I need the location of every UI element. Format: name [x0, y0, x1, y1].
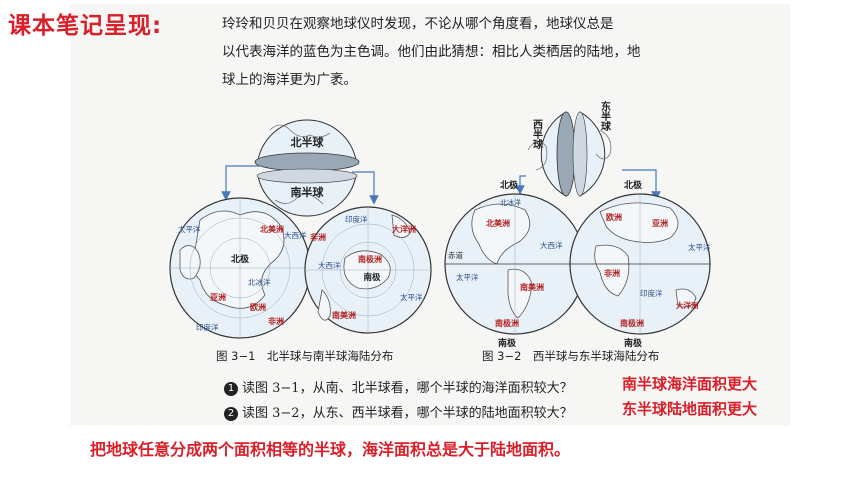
globe-label: 欧洲 [250, 302, 266, 312]
globe-label: 南美洲 [520, 282, 544, 292]
label-north-pole: 北极 [231, 253, 250, 265]
split-globe-north-south: 北半球 南半球 [254, 119, 360, 217]
intro-paragraph: 玲玲和贝贝在观察地球仪时发现，不论从哪个角度看，地球仪总是 以代表海洋的蓝色为主… [222, 10, 702, 94]
globe-label: 欧洲 [606, 212, 622, 222]
globe-label: 南极洲 [620, 318, 644, 328]
globe-label: 北冰洋 [500, 198, 521, 207]
split-globe-west-east: 西半球 东半球 [527, 100, 612, 197]
globe-label: 南极洲 [495, 318, 519, 328]
question-number: 1 [224, 382, 238, 396]
label-equator-west: 赤道 [448, 250, 463, 260]
globe-eastern-hemisphere: 亚洲 欧洲 非洲 印度洋 太平洋 南极洲 大洋洲 南极 [569, 193, 711, 349]
intro-line: 球上的海洋更为广袤。 [222, 72, 357, 88]
slide-title: 课本笔记呈现: [8, 13, 163, 39]
globe-label: 大西洋 [284, 230, 307, 240]
answer-1: 南半球海洋面积更大 [622, 375, 758, 393]
globe-label: 大洋洲 [392, 224, 416, 234]
globe-label: 大西洋 [318, 260, 341, 270]
globe-label: 非洲 [310, 232, 326, 242]
conclusion-text: 把地球任意分成两个面积相等的半球，海洋面积总是大于陆地面积。 [90, 440, 571, 459]
label-south-pole: 南极 [363, 272, 381, 283]
globe-label: 北美洲 [486, 218, 510, 228]
globe-label: 印度洋 [345, 214, 368, 224]
question-text: 读图 3−1，从南、北半球看，哪个半球的海洋面积较大？ [242, 381, 573, 396]
globe-label: 亚洲 [210, 292, 226, 302]
arrow-to-east-globe [622, 169, 661, 201]
globe-label: 大洋洲 [676, 300, 699, 310]
figure2-caption: 图 3−2 西半球与东半球海陆分布 [482, 349, 660, 363]
intro-line: 玲玲和贝贝在观察地球仪时发现，不论从哪个角度看，地球仪总是 [222, 16, 614, 32]
label-south-hemisphere: 南半球 [291, 185, 325, 199]
globe-northern-hemisphere: 北极 北冰洋 太平洋 印度洋 大西洋 亚洲 欧洲 北美洲 非洲 [169, 197, 311, 339]
globe-label: 太平洋 [688, 242, 711, 252]
arrow-to-north-globe [221, 165, 262, 201]
globe-label: 非洲 [268, 316, 284, 326]
label-north-hemisphere: 北半球 [291, 135, 325, 149]
label-south-pole-east: 南极 [624, 337, 643, 349]
globe-label: 南极洲 [358, 254, 382, 264]
globe-label: 太平洋 [456, 272, 479, 282]
globe-label: 印度洋 [196, 322, 219, 332]
globe-label: 南美洲 [332, 310, 356, 320]
arrow-to-south-globe [352, 171, 379, 205]
arrow-to-west-globe [515, 175, 526, 195]
globe-label: 太平洋 [178, 224, 201, 234]
globe-label: 太平洋 [400, 292, 423, 302]
globe-label: 北美洲 [260, 224, 284, 234]
figure1-caption: 图 3−1 北半球与南半球海陆分布 [216, 349, 394, 363]
label-east-hemisphere: 东半球 [599, 100, 611, 132]
globe-label: 亚洲 [652, 218, 668, 228]
answer-2: 东半球陆地面积更大 [622, 400, 758, 418]
question-1: 1 读图 3−1，从南、北半球看，哪个半球的海洋面积较大？ [224, 377, 573, 396]
question-text: 读图 3−2，从东、西半球看，哪个半球的陆地面积较大？ [242, 406, 573, 421]
label-north-pole-east: 北极 [624, 179, 643, 191]
label-west-hemisphere: 西半球 [531, 119, 543, 150]
globe-label: 北冰洋 [248, 277, 271, 287]
intro-line: 以代表海洋的蓝色为主色调。他们由此猜想：相比人类栖居的陆地，地 [222, 44, 641, 60]
label-north-pole-west: 北极 [500, 179, 519, 191]
globe-label: 非洲 [604, 268, 620, 278]
globe-label: 印度洋 [640, 288, 663, 298]
label-south-pole-west: 南极 [498, 337, 517, 349]
globe-label: 大西洋 [540, 240, 563, 250]
question-2: 2 读图 3−2，从东、西半球看，哪个半球的陆地面积较大？ [224, 402, 573, 421]
question-number: 2 [224, 407, 238, 421]
globe-western-hemisphere: 赤道 北美洲 太平洋 大西洋 南美洲 南极洲 北冰洋 南极 [444, 193, 586, 349]
globe-southern-hemisphere: 南极 南极洲 印度洋 大西洋 太平洋 南美洲 非洲 大洋洲 [304, 206, 432, 334]
